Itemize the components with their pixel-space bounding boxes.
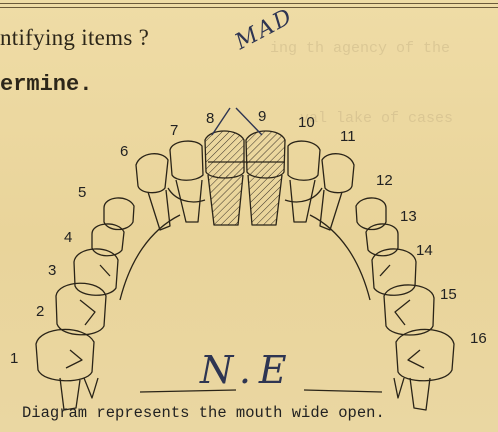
tooth-number-14: 14 bbox=[416, 242, 433, 259]
tooth-number-2: 2 bbox=[36, 303, 44, 320]
handwritten-annotation-bottom: N.E bbox=[200, 348, 295, 392]
tooth-number-8: 8 bbox=[206, 110, 214, 127]
tooth-11 bbox=[322, 154, 354, 193]
tooth-number-1: 1 bbox=[10, 350, 18, 367]
tooth-5 bbox=[104, 198, 134, 230]
tooth-16-root bbox=[410, 378, 430, 410]
tooth-6 bbox=[136, 154, 168, 193]
tooth-6-root bbox=[148, 190, 170, 230]
lower-incisor-row bbox=[168, 188, 322, 202]
tooth-16 bbox=[396, 329, 454, 380]
tooth-number-12: 12 bbox=[376, 172, 393, 189]
tooth-11-root bbox=[320, 190, 342, 230]
tooth-number-16: 16 bbox=[470, 330, 487, 347]
tooth-1-root-2 bbox=[84, 378, 98, 398]
tooth-number-3: 3 bbox=[48, 262, 56, 279]
tooth-number-5: 5 bbox=[78, 184, 86, 201]
tooth-2 bbox=[56, 283, 106, 335]
right-cusp-detail bbox=[380, 265, 424, 368]
tooth-number-9: 9 bbox=[258, 108, 266, 125]
tooth-7 bbox=[170, 141, 203, 180]
tooth-number-4: 4 bbox=[64, 229, 72, 246]
tooth-number-11: 11 bbox=[340, 128, 356, 145]
tooth-1 bbox=[36, 329, 94, 380]
tooth-8-root bbox=[208, 175, 243, 225]
diagram-caption: Diagram represents the mouth wide open. bbox=[22, 404, 385, 422]
tooth-16-root-2 bbox=[394, 378, 404, 398]
left-cusp-detail bbox=[66, 265, 110, 368]
tooth-10 bbox=[288, 141, 320, 180]
arch-inner-left bbox=[120, 215, 180, 300]
tooth-number-10: 10 bbox=[298, 114, 315, 131]
tooth-number-6: 6 bbox=[120, 143, 128, 160]
arch-inner-right bbox=[310, 215, 370, 300]
tooth-number-13: 13 bbox=[400, 208, 417, 225]
tooth-number-15: 15 bbox=[440, 286, 457, 303]
tooth-9 bbox=[246, 131, 285, 178]
tooth-number-7: 7 bbox=[170, 122, 178, 139]
tooth-9-root bbox=[248, 175, 282, 225]
tooth-13 bbox=[356, 198, 386, 230]
tooth-8 bbox=[205, 131, 244, 178]
